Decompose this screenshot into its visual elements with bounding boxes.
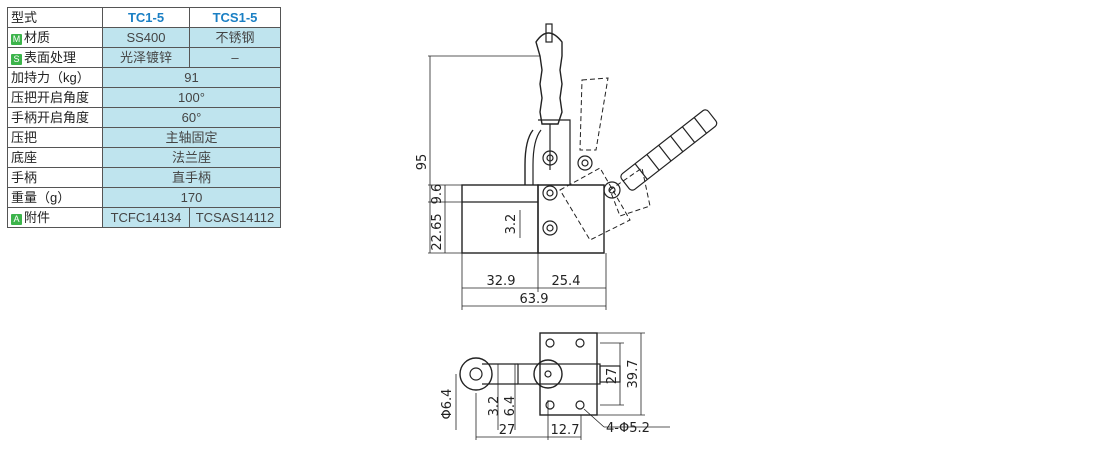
table-header-row: 型式 TC1-5 TCS1-5 xyxy=(7,7,281,28)
cell-value: 170 xyxy=(102,187,281,208)
table-row: 压把开启角度 100° xyxy=(7,87,281,108)
hole-callout: 4-Φ5.2 xyxy=(606,421,650,436)
row-label: 底座 xyxy=(7,147,103,168)
dim-27-v: 27 xyxy=(605,368,620,385)
cell-value: TCFC14134 xyxy=(102,207,190,228)
cell-value: 直手柄 xyxy=(102,167,281,188)
dim-39-7: 39.7 xyxy=(626,360,641,389)
dim-25-4: 25.4 xyxy=(552,274,581,289)
row-label: 手柄 xyxy=(7,167,103,188)
table-row: 压把 主轴固定 xyxy=(7,127,281,148)
cell-value: TCSAS14112 xyxy=(189,207,281,228)
dim-63-9: 63.9 xyxy=(520,292,549,307)
dim-32-9: 32.9 xyxy=(487,274,516,289)
header-label: 型式 xyxy=(7,7,103,28)
dim-3-2-side: 3.2 xyxy=(504,214,519,235)
cell-value: 91 xyxy=(102,67,281,88)
cell-value: 主轴固定 xyxy=(102,127,281,148)
dim-22-65: 22.65 xyxy=(430,213,445,250)
cell-value: – xyxy=(189,47,281,68)
material-badge-icon: M xyxy=(11,34,22,45)
row-label: 材质 xyxy=(24,30,51,45)
row-label: 加持力（kg） xyxy=(7,67,103,88)
dim-95: 95 xyxy=(415,154,430,171)
row-label: 重量（g） xyxy=(7,187,103,208)
inclined-handle xyxy=(620,109,718,191)
dim-3-2-top: 3.2 xyxy=(487,396,502,417)
dim-12-7: 12.7 xyxy=(551,423,580,438)
dim-phi-6-4: Φ6.4 xyxy=(440,389,455,420)
top-view xyxy=(455,332,670,440)
side-view xyxy=(428,23,718,310)
dim-9-6: 9.6 xyxy=(430,184,445,205)
table-row: 手柄开启角度 60° xyxy=(7,107,281,128)
accessory-badge-icon: A xyxy=(11,214,22,225)
row-label: 附件 xyxy=(24,210,51,225)
row-label: 表面处理 xyxy=(24,50,77,65)
cell-value: 100° xyxy=(102,87,281,108)
table-row: 底座 法兰座 xyxy=(7,147,281,168)
cell-value: SS400 xyxy=(102,27,190,48)
dim-6-4: 6.4 xyxy=(503,396,518,417)
row-label: 压把开启角度 xyxy=(7,87,103,108)
row-label: 手柄开启角度 xyxy=(7,107,103,128)
cell-value: 不锈钢 xyxy=(189,27,281,48)
table-row: 重量（g） 170 xyxy=(7,187,281,208)
table-row: 加持力（kg） 91 xyxy=(7,67,281,88)
dim-27-h: 27 xyxy=(499,423,516,438)
open-handle-dashed xyxy=(559,77,651,241)
cell-value: 法兰座 xyxy=(102,147,281,168)
cell-value: 60° xyxy=(102,107,281,128)
table-row: 手柄 直手柄 xyxy=(7,167,281,188)
surface-badge-icon: S xyxy=(11,54,22,65)
row-label: 压把 xyxy=(7,127,103,148)
